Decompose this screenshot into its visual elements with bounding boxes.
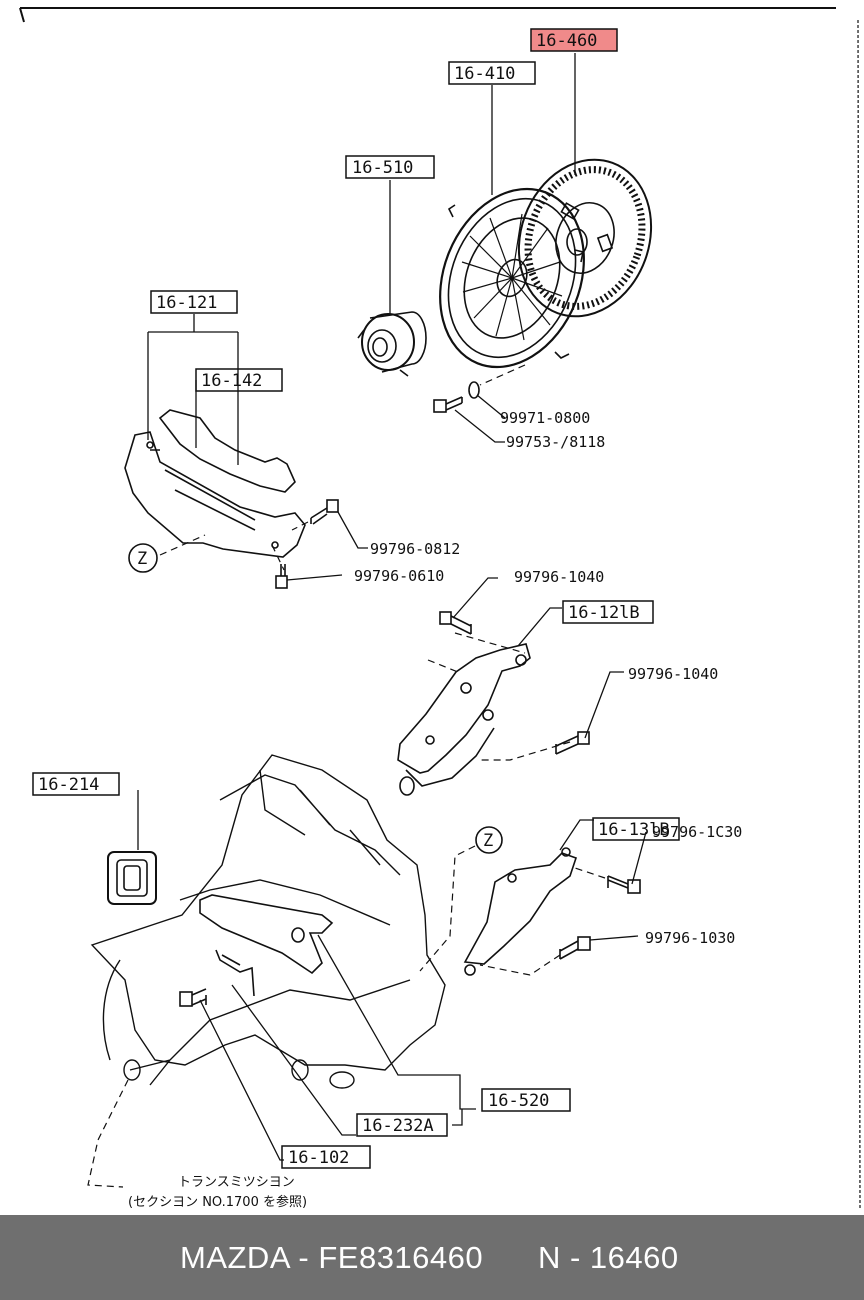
marker-z: Z xyxy=(483,831,493,851)
part-number: 99796-1C30 xyxy=(652,823,742,841)
pivot-pin-drawing xyxy=(179,988,207,1007)
label-16-510: 16-510 xyxy=(352,158,413,178)
label-16-520: 16-520 xyxy=(488,1091,549,1111)
footer-code: N - 16460 xyxy=(538,1240,679,1275)
exploded-parts-diagram: 16-460 16-410 16-510 16-121 16-142 16-12… xyxy=(19,7,861,1211)
label-16-232a: 16-232A xyxy=(362,1116,434,1136)
label-16-460: 16-460 xyxy=(536,31,597,51)
label-16-121: 16-121 xyxy=(156,293,217,313)
part-number: 99753-/8118 xyxy=(506,433,605,451)
part-number: 99971-0800 xyxy=(500,409,590,427)
alignment-dashes xyxy=(87,364,606,1188)
leader-lines xyxy=(137,53,647,1161)
bracket-121b-drawing xyxy=(397,643,531,796)
bracket-131b-drawing xyxy=(463,847,578,976)
transmission-note-reference: (セクシヨン NO.1700 を参照) xyxy=(128,1194,307,1210)
label-16-410: 16-410 xyxy=(454,64,515,84)
bracket-bolts-drawing xyxy=(439,611,590,755)
part-number: 99796-0812 xyxy=(370,540,460,558)
release-fork-drawing xyxy=(199,894,334,975)
part-number: 99796-1030 xyxy=(645,929,735,947)
label-16-142: 16-142 xyxy=(201,371,262,391)
part-number: 99796-0610 xyxy=(354,567,444,585)
label-16-131b: 16-13lB xyxy=(598,820,670,840)
retaining-spring-drawing xyxy=(215,949,255,997)
seal-drawing xyxy=(107,851,157,905)
bracket-131b-bolts-drawing xyxy=(559,875,641,960)
footer-part-number: MAZDA - FE8316460 xyxy=(180,1240,484,1275)
label-16-102: 16-102 xyxy=(288,1148,349,1168)
footer-bar: MAZDA - FE8316460 N - 16460 xyxy=(0,1215,864,1300)
label-16-214: 16-214 xyxy=(38,775,99,795)
clutch-cover-drawing xyxy=(439,187,585,369)
part-number: 99796-1040 xyxy=(514,568,604,586)
marker-z: Z xyxy=(137,549,147,569)
label-16-121b: 16-12lB xyxy=(568,603,640,623)
transmission-housing-drawing xyxy=(90,754,446,1089)
cover-bolt-drawing xyxy=(433,381,480,413)
cover-bolts-drawing xyxy=(275,499,339,589)
release-bearing-drawing xyxy=(357,311,427,377)
part-number: 99796-1040 xyxy=(628,665,718,683)
highlight-box xyxy=(531,29,617,51)
clutch-disc-drawing xyxy=(517,158,653,318)
housing-cover-drawing xyxy=(124,409,306,558)
transmission-note: トランスミツシヨン xyxy=(178,1175,295,1190)
